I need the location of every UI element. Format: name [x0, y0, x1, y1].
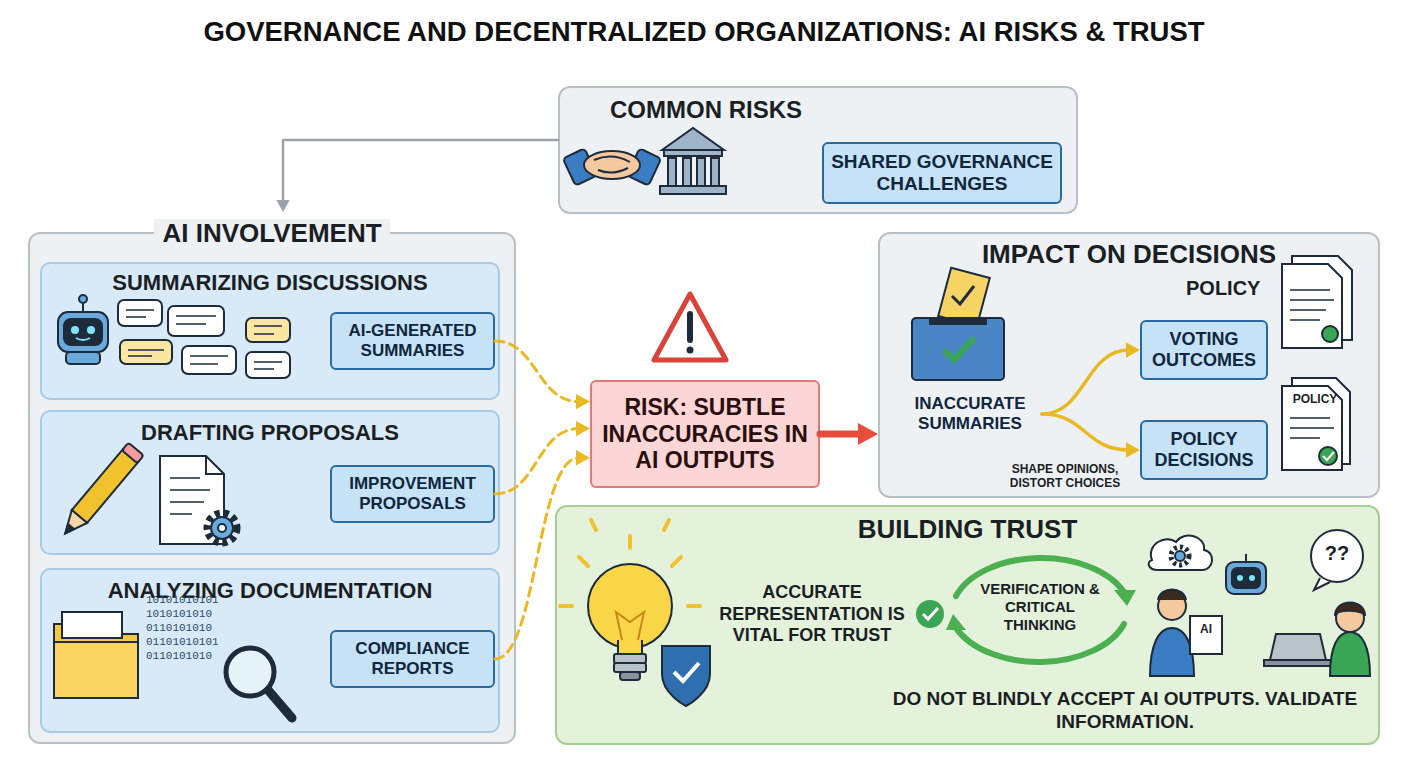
- label-holder: 1010101010: [146, 608, 236, 621]
- document-icon: [1282, 256, 1352, 348]
- connector: [495, 341, 590, 409]
- label-holder: SHAPE OPINIONS, DISTORT CHOICES: [995, 462, 1135, 491]
- robot-icon: [58, 295, 108, 364]
- connector-line: [495, 341, 579, 402]
- lightbulb-icon: [560, 520, 710, 706]
- arrowhead: [276, 200, 289, 212]
- label-box: AI-GENERATED SUMMARIES: [330, 312, 495, 370]
- binary-text: 01101010101: [146, 636, 236, 649]
- label-box: IMPROVEMENT PROPOSALS: [330, 465, 495, 523]
- connector-line: [495, 458, 579, 659]
- arrowhead: [1126, 342, 1140, 357]
- box-text: SHARED GOVERNANCE CHALLENGES: [829, 151, 1055, 195]
- connector: [495, 450, 590, 659]
- label-holder: ??: [1315, 541, 1359, 565]
- box-text: COMPLIANCE REPORTS: [337, 639, 488, 679]
- panel-heading: IMPACT ON DECISIONS: [880, 240, 1378, 270]
- chat-bubbles: [118, 300, 290, 378]
- label-holder: POLICY: [1286, 392, 1344, 406]
- connector: [1042, 342, 1140, 414]
- label-box: POLICY DECISIONS: [1140, 420, 1268, 480]
- arrowhead: [1126, 442, 1140, 457]
- connector-line: [495, 429, 579, 494]
- magnifier-icon: [226, 648, 292, 718]
- note-text: ??: [1315, 541, 1359, 565]
- people-icon: [1149, 530, 1370, 676]
- note-text: POLICY: [1186, 276, 1270, 300]
- box-text: VOTING OUTCOMES: [1147, 329, 1261, 371]
- label-holder: 01101010101: [146, 636, 236, 649]
- note-text: POLICY: [1286, 392, 1344, 406]
- note-text: VERIFICATION & CRITICAL THINKING: [970, 580, 1110, 634]
- panel-heading: BUILDING TRUST: [557, 515, 1378, 545]
- connector: [276, 140, 558, 212]
- label-holder: 0110101010: [146, 622, 236, 635]
- binary-text: 1010101010: [146, 608, 236, 621]
- panel-heading: COMMON RISKS: [560, 96, 852, 124]
- panel-heading: AI INVOLVEMENT: [154, 219, 389, 249]
- panel: COMMON RISKS SHARED GOVERNANCE CHALLENGES: [558, 86, 1078, 214]
- label-holder: 10101010101: [146, 594, 236, 607]
- box-text: RISK: SUBTLE INACCURACIES IN AI OUTPUTS: [597, 394, 813, 475]
- document-gear-icon: [160, 456, 237, 544]
- label-box: VOTING OUTCOMES: [1140, 320, 1268, 380]
- label-holder: VERIFICATION & CRITICAL THINKING: [970, 580, 1110, 634]
- box-text: INACCURATE SUMMARIES: [905, 394, 1035, 434]
- ballot-box-icon: [912, 268, 1004, 380]
- text-node: INACCURATE SUMMARIES: [898, 388, 1042, 440]
- label-holder: DO NOT BLINDLY ACCEPT AI OUTPUTS. VALIDA…: [880, 688, 1370, 734]
- binary-text: 0110101010: [146, 650, 236, 663]
- panel-heading: ANALYZING DOCUMENTATION: [42, 578, 498, 603]
- label-box: COMPLIANCE REPORTS: [330, 630, 495, 688]
- label-holder: AI: [1192, 622, 1220, 636]
- connector: [820, 423, 878, 445]
- note-text: AI: [1192, 622, 1220, 636]
- binary-text: 0110101010: [146, 622, 236, 635]
- check-icon: [916, 600, 944, 628]
- arrowhead: [576, 450, 590, 465]
- binary-text: 10101010101: [146, 594, 236, 607]
- box-text: POLICY DECISIONS: [1147, 429, 1261, 471]
- box-text: AI-GENERATED SUMMARIES: [337, 321, 488, 361]
- connector: [1042, 414, 1140, 458]
- connector-line: [1042, 414, 1129, 450]
- connector-line: [820, 431, 862, 438]
- note-text: ACCURATE REPRESENTATION IS VITAL FOR TRU…: [712, 582, 912, 647]
- handshake-icon: [563, 148, 661, 185]
- diagram-title: GOVERNANCE AND DECENTRALIZED ORGANIZATIO…: [0, 0, 1408, 48]
- note-text: SHAPE OPINIONS, DISTORT CHOICES: [995, 462, 1135, 491]
- panel-heading: SUMMARIZING DISCUSSIONS: [42, 270, 498, 295]
- label-holder: ACCURATE REPRESENTATION IS VITAL FOR TRU…: [712, 582, 912, 647]
- pencil-icon: [58, 443, 144, 540]
- note-text: DO NOT BLINDLY ACCEPT AI OUTPUTS. VALIDA…: [880, 688, 1370, 734]
- label-box: SHARED GOVERNANCE CHALLENGES: [822, 142, 1062, 204]
- folder-icon: [54, 612, 138, 698]
- connector-line: [1042, 350, 1129, 414]
- label-holder: POLICY: [1186, 276, 1270, 300]
- bank-icon: [660, 128, 726, 194]
- connector-line: [283, 140, 558, 202]
- warning-icon: [654, 294, 726, 360]
- arrowhead: [576, 421, 590, 436]
- document-icon: [1282, 378, 1350, 470]
- arrowhead: [576, 394, 590, 409]
- box-text: IMPROVEMENT PROPOSALS: [337, 474, 488, 514]
- cycle-arrows: [946, 558, 1136, 662]
- panel-heading: DRAFTING PROPOSALS: [42, 420, 498, 445]
- arrowhead: [858, 423, 878, 445]
- label-holder: 0110101010: [146, 650, 236, 663]
- risk-box: RISK: SUBTLE INACCURACIES IN AI OUTPUTS: [590, 380, 820, 488]
